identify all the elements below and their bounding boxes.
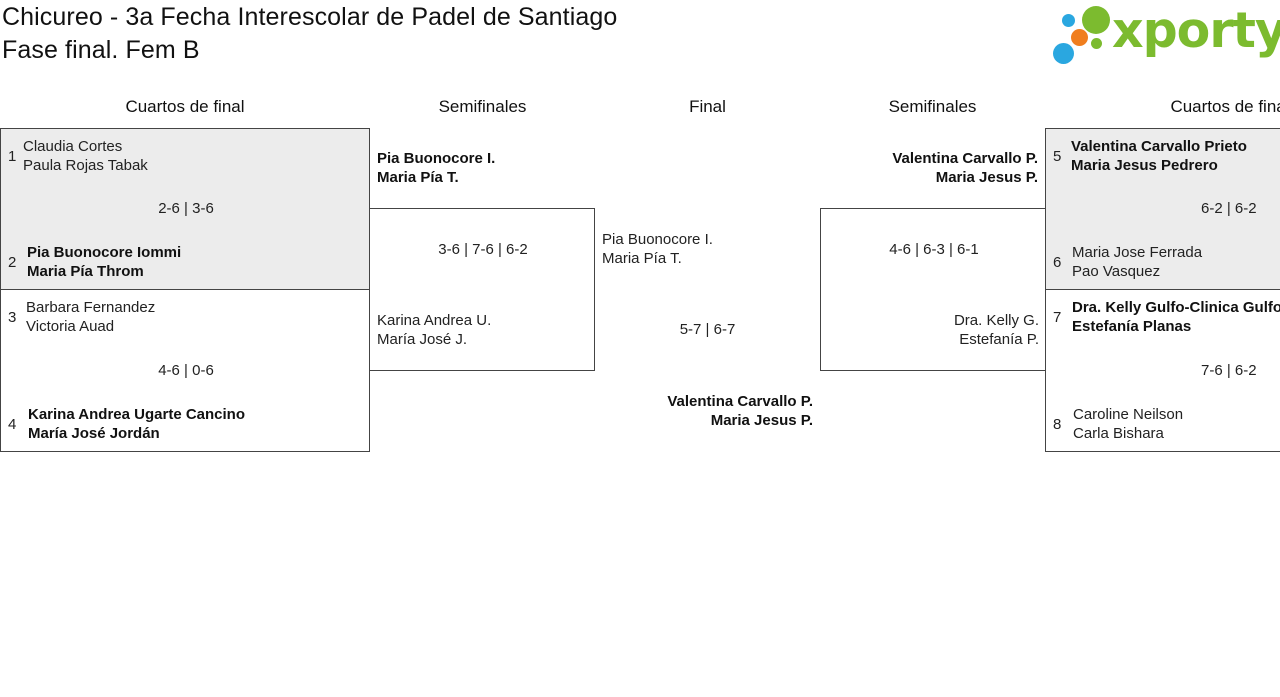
logo-dot-icon xyxy=(1062,14,1075,27)
seed-number: 4 xyxy=(8,416,17,433)
seed-number: 8 xyxy=(1053,416,1062,433)
final-team-winner: Valentina Carvallo P.Maria Jesus P. xyxy=(667,393,813,429)
team-name-winner: Valentina Carvallo P.Maria Jesus P. xyxy=(892,150,1038,186)
column-header-sf-left: Semifinales xyxy=(438,97,527,116)
match-score: 7-6 | 6-2 xyxy=(1201,362,1257,379)
logo-dot-icon xyxy=(1071,29,1088,46)
logo-wordmark: xporty xyxy=(1112,2,1280,59)
logo-dot-icon xyxy=(1091,38,1102,49)
match-sf-right[interactable]: 4-6 | 6-3 | 6-1 Dra. Kelly G.Estefanía P… xyxy=(820,208,1046,371)
match-sf-left[interactable]: 3-6 | 7-6 | 6-2 Karina Andrea U.María Jo… xyxy=(369,208,595,371)
team-name: Dra. Kelly G.Estefanía P. xyxy=(953,312,1039,348)
final-team-a: Pia Buonocore I.Maria Pía T. xyxy=(602,231,713,267)
seed-number: 2 xyxy=(8,254,17,271)
match-score: 3-6 | 7-6 | 6-2 xyxy=(438,241,528,258)
seed-number: 5 xyxy=(1053,148,1062,165)
seed-number: 1 xyxy=(8,148,17,165)
team-name: Karina Andrea U.María José J. xyxy=(377,312,492,348)
seed-number: 7 xyxy=(1053,309,1062,326)
seed-number: 3 xyxy=(8,309,17,326)
xporty-logo[interactable]: xporty xyxy=(1050,2,1280,68)
logo-dot-icon xyxy=(1053,43,1074,64)
final-score: 5-7 | 6-7 xyxy=(679,321,736,338)
column-header-qf-right: Cuartos de final xyxy=(1170,97,1280,116)
page-title: Chicureo - 3a Fecha Interescolar de Pade… xyxy=(2,3,618,31)
column-header-qf-left: Cuartos de final xyxy=(125,97,245,116)
logo-dot-icon xyxy=(1082,6,1110,34)
match-score: 2-6 | 3-6 xyxy=(158,200,214,217)
team-name-winner: Pia Buonocore I.Maria Pía T. xyxy=(377,150,496,186)
page-subtitle: Fase final. Fem B xyxy=(2,36,200,64)
match-score: 4-6 | 6-3 | 6-1 xyxy=(889,241,979,258)
match-score: 4-6 | 0-6 xyxy=(158,362,214,379)
match-score: 6-2 | 6-2 xyxy=(1201,200,1257,217)
seed-number: 6 xyxy=(1053,254,1062,271)
column-header-final: Final xyxy=(689,97,726,116)
column-header-sf-right: Semifinales xyxy=(888,97,977,116)
